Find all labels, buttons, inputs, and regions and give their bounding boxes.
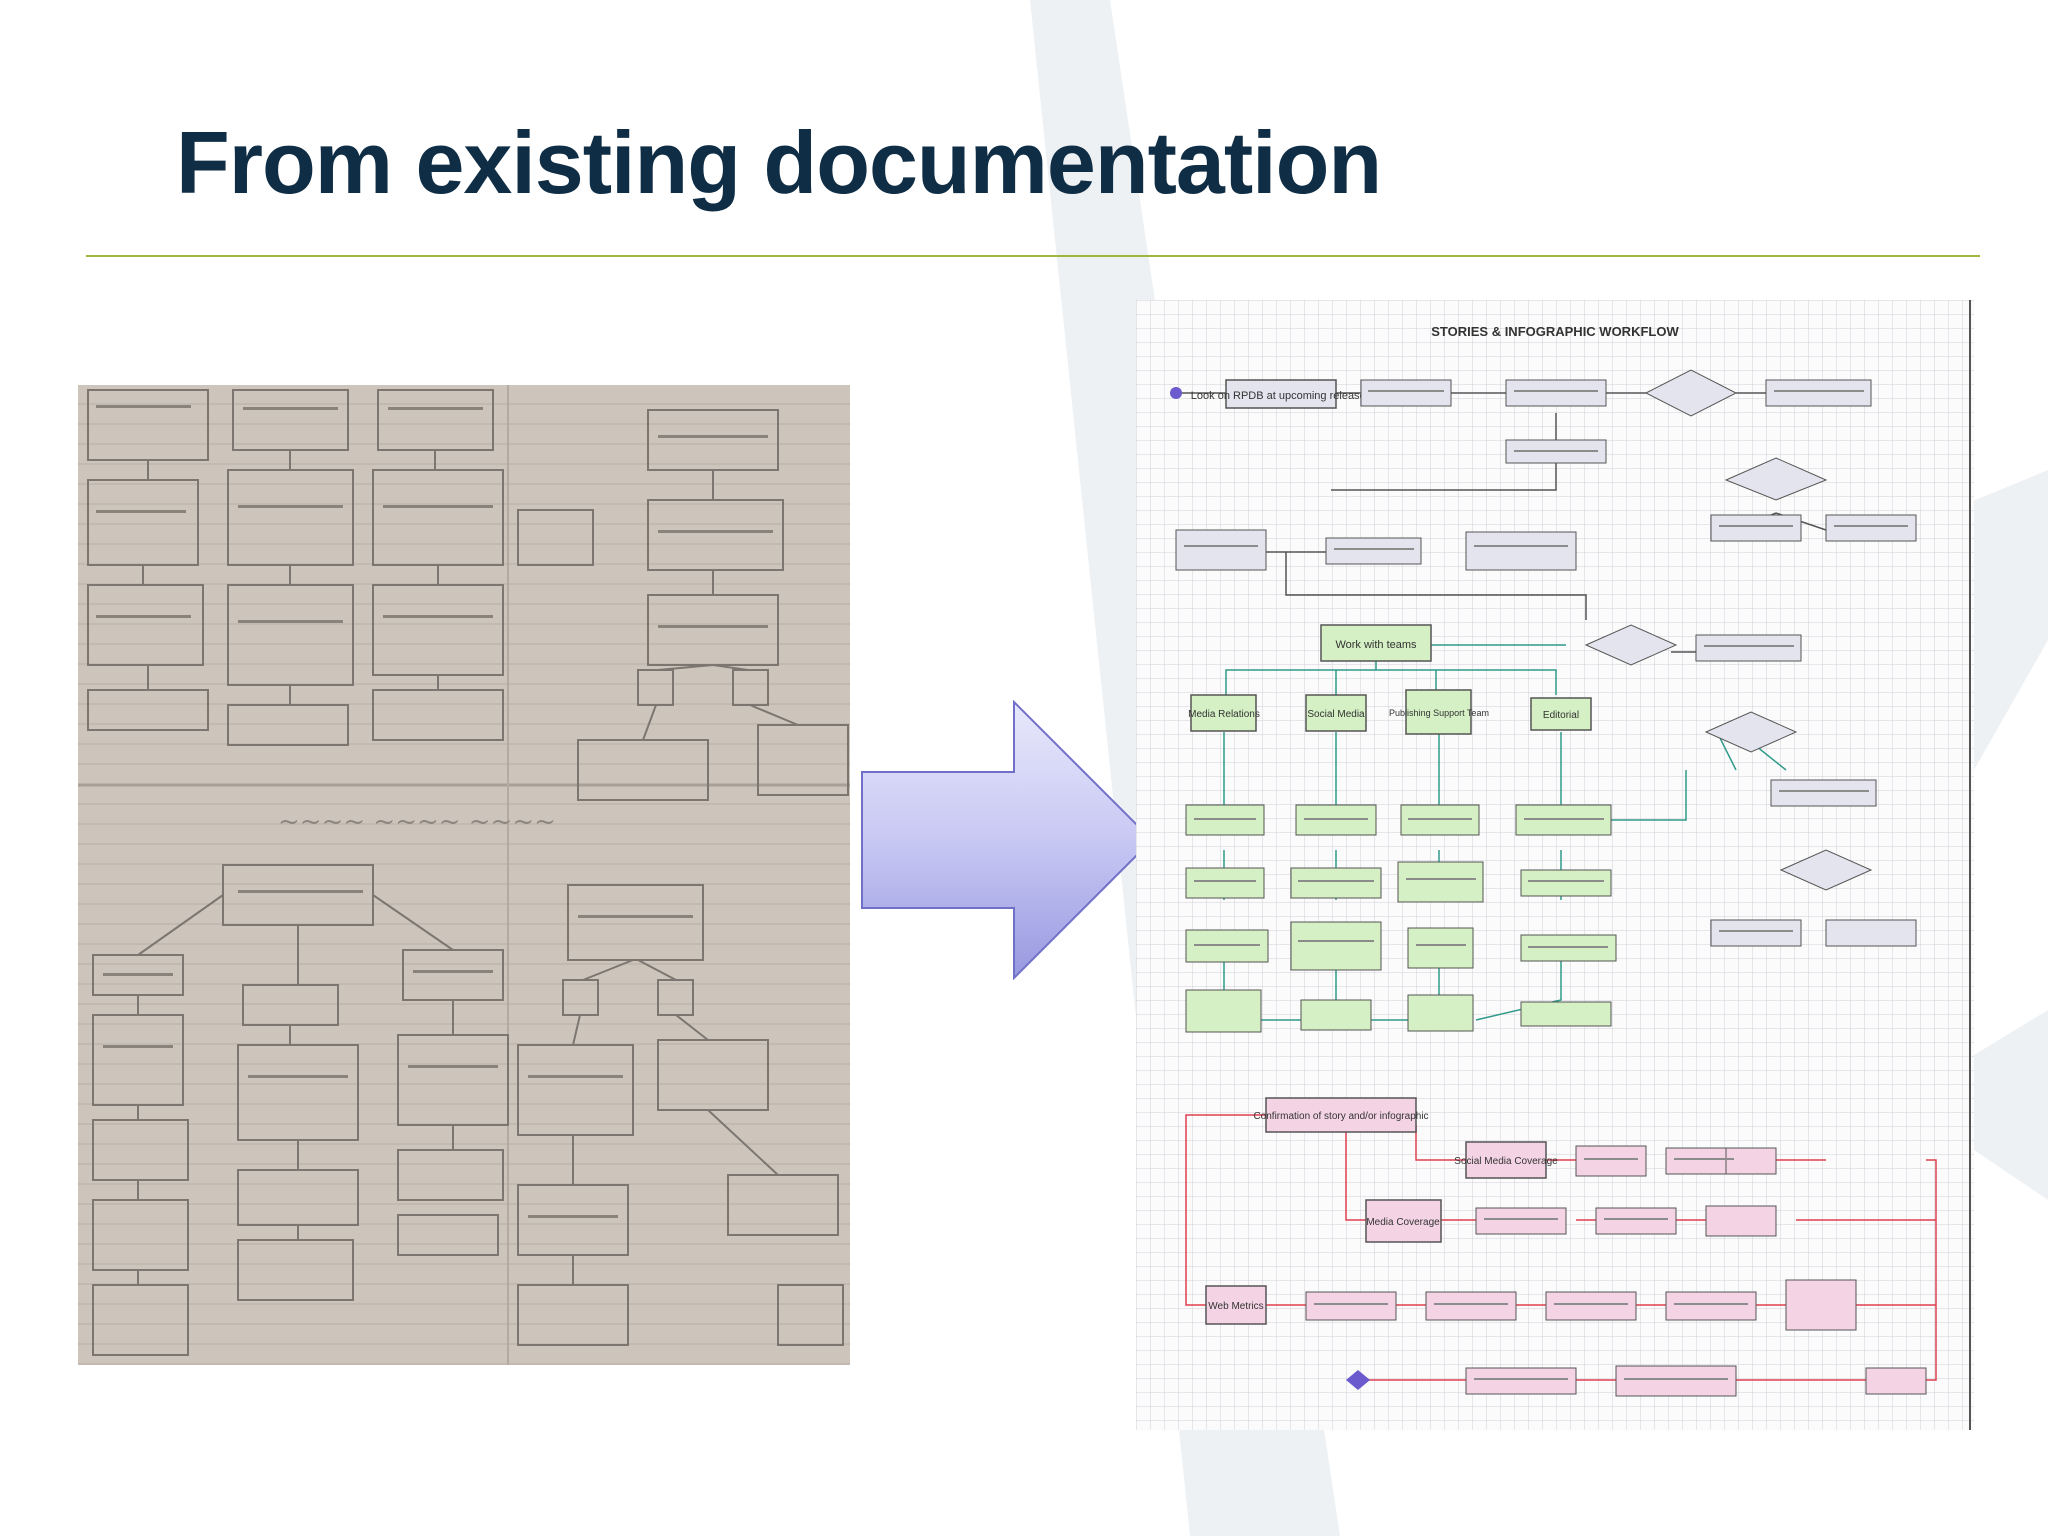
flow-box-teams: Work with teams	[1335, 639, 1417, 651]
flowchart-title: STORIES & INFOGRAPHIC WORKFLOW	[1431, 324, 1679, 339]
flow-box-web-metrics: Web Metrics	[1208, 1301, 1263, 1312]
printed-flowchart: Look on RPDB at upcoming releases Work w…	[1136, 300, 1974, 1430]
slide-title: From existing documentation	[176, 113, 1382, 212]
title-divider	[86, 255, 1980, 257]
right-arrow-icon	[861, 700, 1154, 980]
flow-box-publishing: Publishing Support Team	[1389, 708, 1489, 718]
flow-box-editorial: Editorial	[1543, 710, 1579, 721]
flow-box-media-relations: Media Relations	[1188, 709, 1260, 720]
flow-box-social-coverage: Social Media Coverage	[1454, 1156, 1558, 1167]
flow-box-rpdb: Look on RPDB at upcoming releases	[1191, 390, 1372, 402]
flow-box-social-media: Social Media	[1307, 709, 1365, 720]
svg-text:~~~~ ~~~~ ~~~~: ~~~~ ~~~~ ~~~~	[278, 807, 556, 837]
flow-box-confirmation: Confirmation of story and/or infographic	[1253, 1111, 1428, 1122]
flow-box-media-coverage: Media Coverage	[1366, 1217, 1440, 1228]
handwritten-flowchart-photo: ~~~~ ~~~~ ~~~~	[78, 385, 850, 1365]
